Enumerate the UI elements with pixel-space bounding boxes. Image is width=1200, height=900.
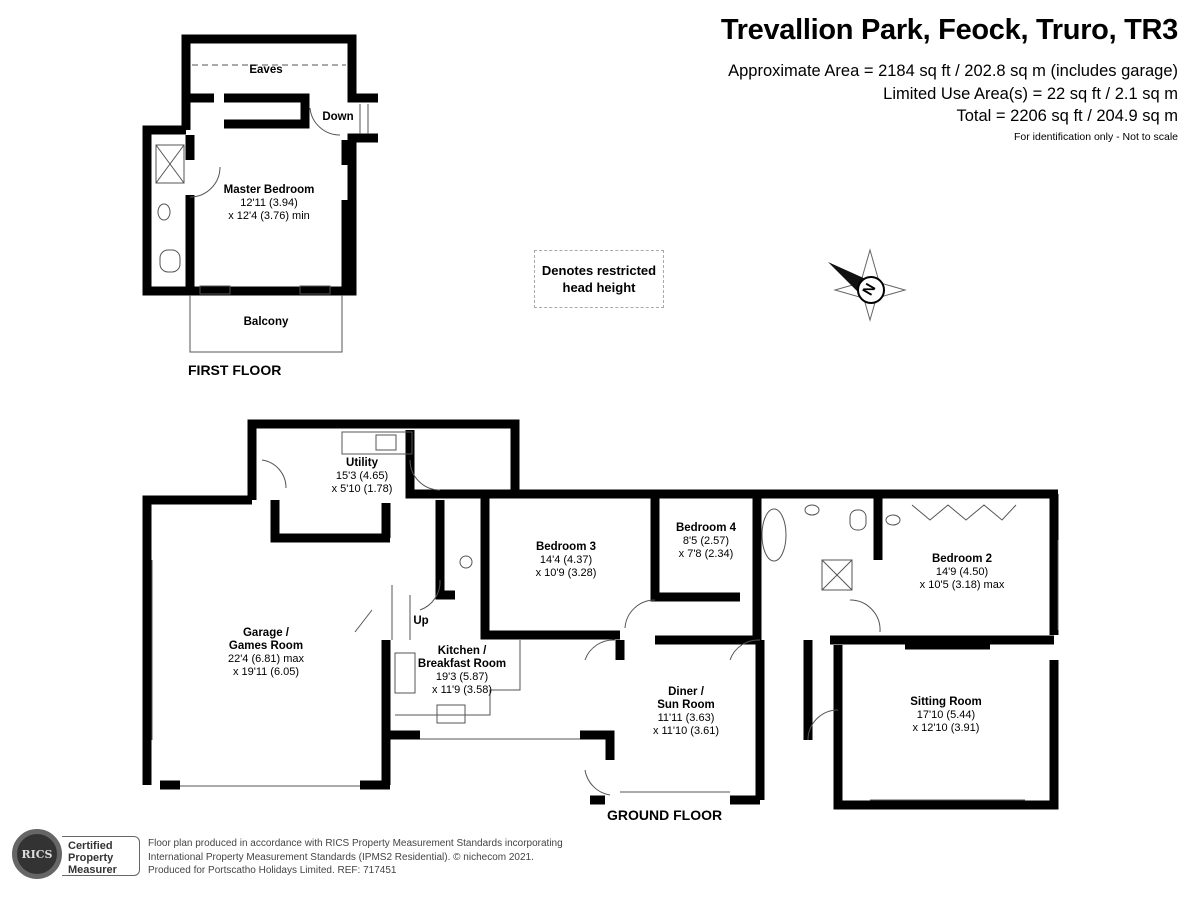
first-floor-walls [142,34,378,296]
footer-line: Floor plan produced in accordance with R… [148,838,563,849]
footer-line: International Property Measurement Stand… [148,851,534,863]
label-balcony: Balcony [243,316,289,328]
certified-measurer-badge: Certified Property Measurer [62,836,140,876]
limited-use-area: Limited Use Area(s) = 22 sq ft / 2.1 sq … [883,85,1178,103]
ground-floor-label: GROUND FLOOR [607,807,723,823]
restricted-height-legend: Denotes restricted head height [534,250,664,308]
first-floor-fixtures [155,64,369,353]
label-down: Down [322,111,354,123]
scale-note: For identification only - Not to scale [1014,131,1178,143]
label-eaves: Eaves [249,64,283,76]
compass-icon [828,248,907,322]
approximate-area: Approximate Area = 2184 sq ft / 202.8 sq… [728,62,1178,80]
badge-line: Measurer [68,864,117,876]
badge-line: Property [68,852,114,864]
total-area: Total = 2206 sq ft / 204.9 sq m [956,107,1178,125]
ground-floor-walls [142,419,1059,810]
legend-line: Denotes restricted [541,263,657,278]
footer-line: Produced for Portscatho Holidays Limited… [148,865,397,876]
footer-credits: Floor plan produced in accordance with R… [148,837,563,878]
property-title: Trevallion Park, Feock, Truro, TR3 [720,14,1178,46]
first-floor-label: FIRST FLOOR [188,362,282,378]
badge-line: Certified [68,840,113,852]
ground-floor-fixtures [151,431,1059,801]
rics-logo: RICS [12,829,62,879]
legend-line: head height [562,280,636,295]
label-up: Up [413,615,429,627]
